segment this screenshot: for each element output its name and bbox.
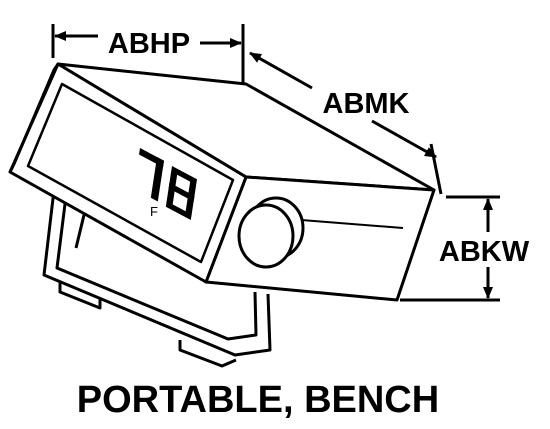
abhp-label: ABHP bbox=[108, 28, 190, 60]
abmk-arrow-lower bbox=[371, 119, 437, 159]
digit-seven bbox=[139, 148, 164, 202]
dimension-abmk: ABMK bbox=[249, 51, 443, 195]
abkw-label: ABKW bbox=[439, 236, 530, 268]
digit-eight bbox=[165, 166, 197, 221]
knob-face bbox=[237, 203, 295, 269]
dimension-abhp: ABHP bbox=[51, 24, 245, 84]
stand-bail-outer bbox=[42, 189, 272, 357]
display-unit: F bbox=[150, 204, 158, 219]
stand-foot-left bbox=[58, 282, 102, 310]
stand-foot-right bbox=[178, 340, 237, 368]
device-front bbox=[8, 62, 248, 284]
abmk-extension bbox=[429, 143, 443, 195]
display-window bbox=[26, 82, 235, 264]
abmk-arrow-upper bbox=[249, 51, 313, 90]
bench-stand bbox=[42, 189, 272, 368]
bezel-edge-left bbox=[8, 63, 60, 173]
adjustment-knob bbox=[237, 196, 305, 269]
stand-bail-inner bbox=[55, 195, 258, 341]
dimension-abkw: ABKW bbox=[400, 195, 530, 302]
diagram-caption: PORTABLE, BENCH bbox=[77, 379, 439, 421]
display-reading: F 78 bbox=[139, 148, 197, 221]
abmk-label: ABMK bbox=[323, 88, 410, 120]
stand-inner-strut bbox=[74, 214, 86, 249]
